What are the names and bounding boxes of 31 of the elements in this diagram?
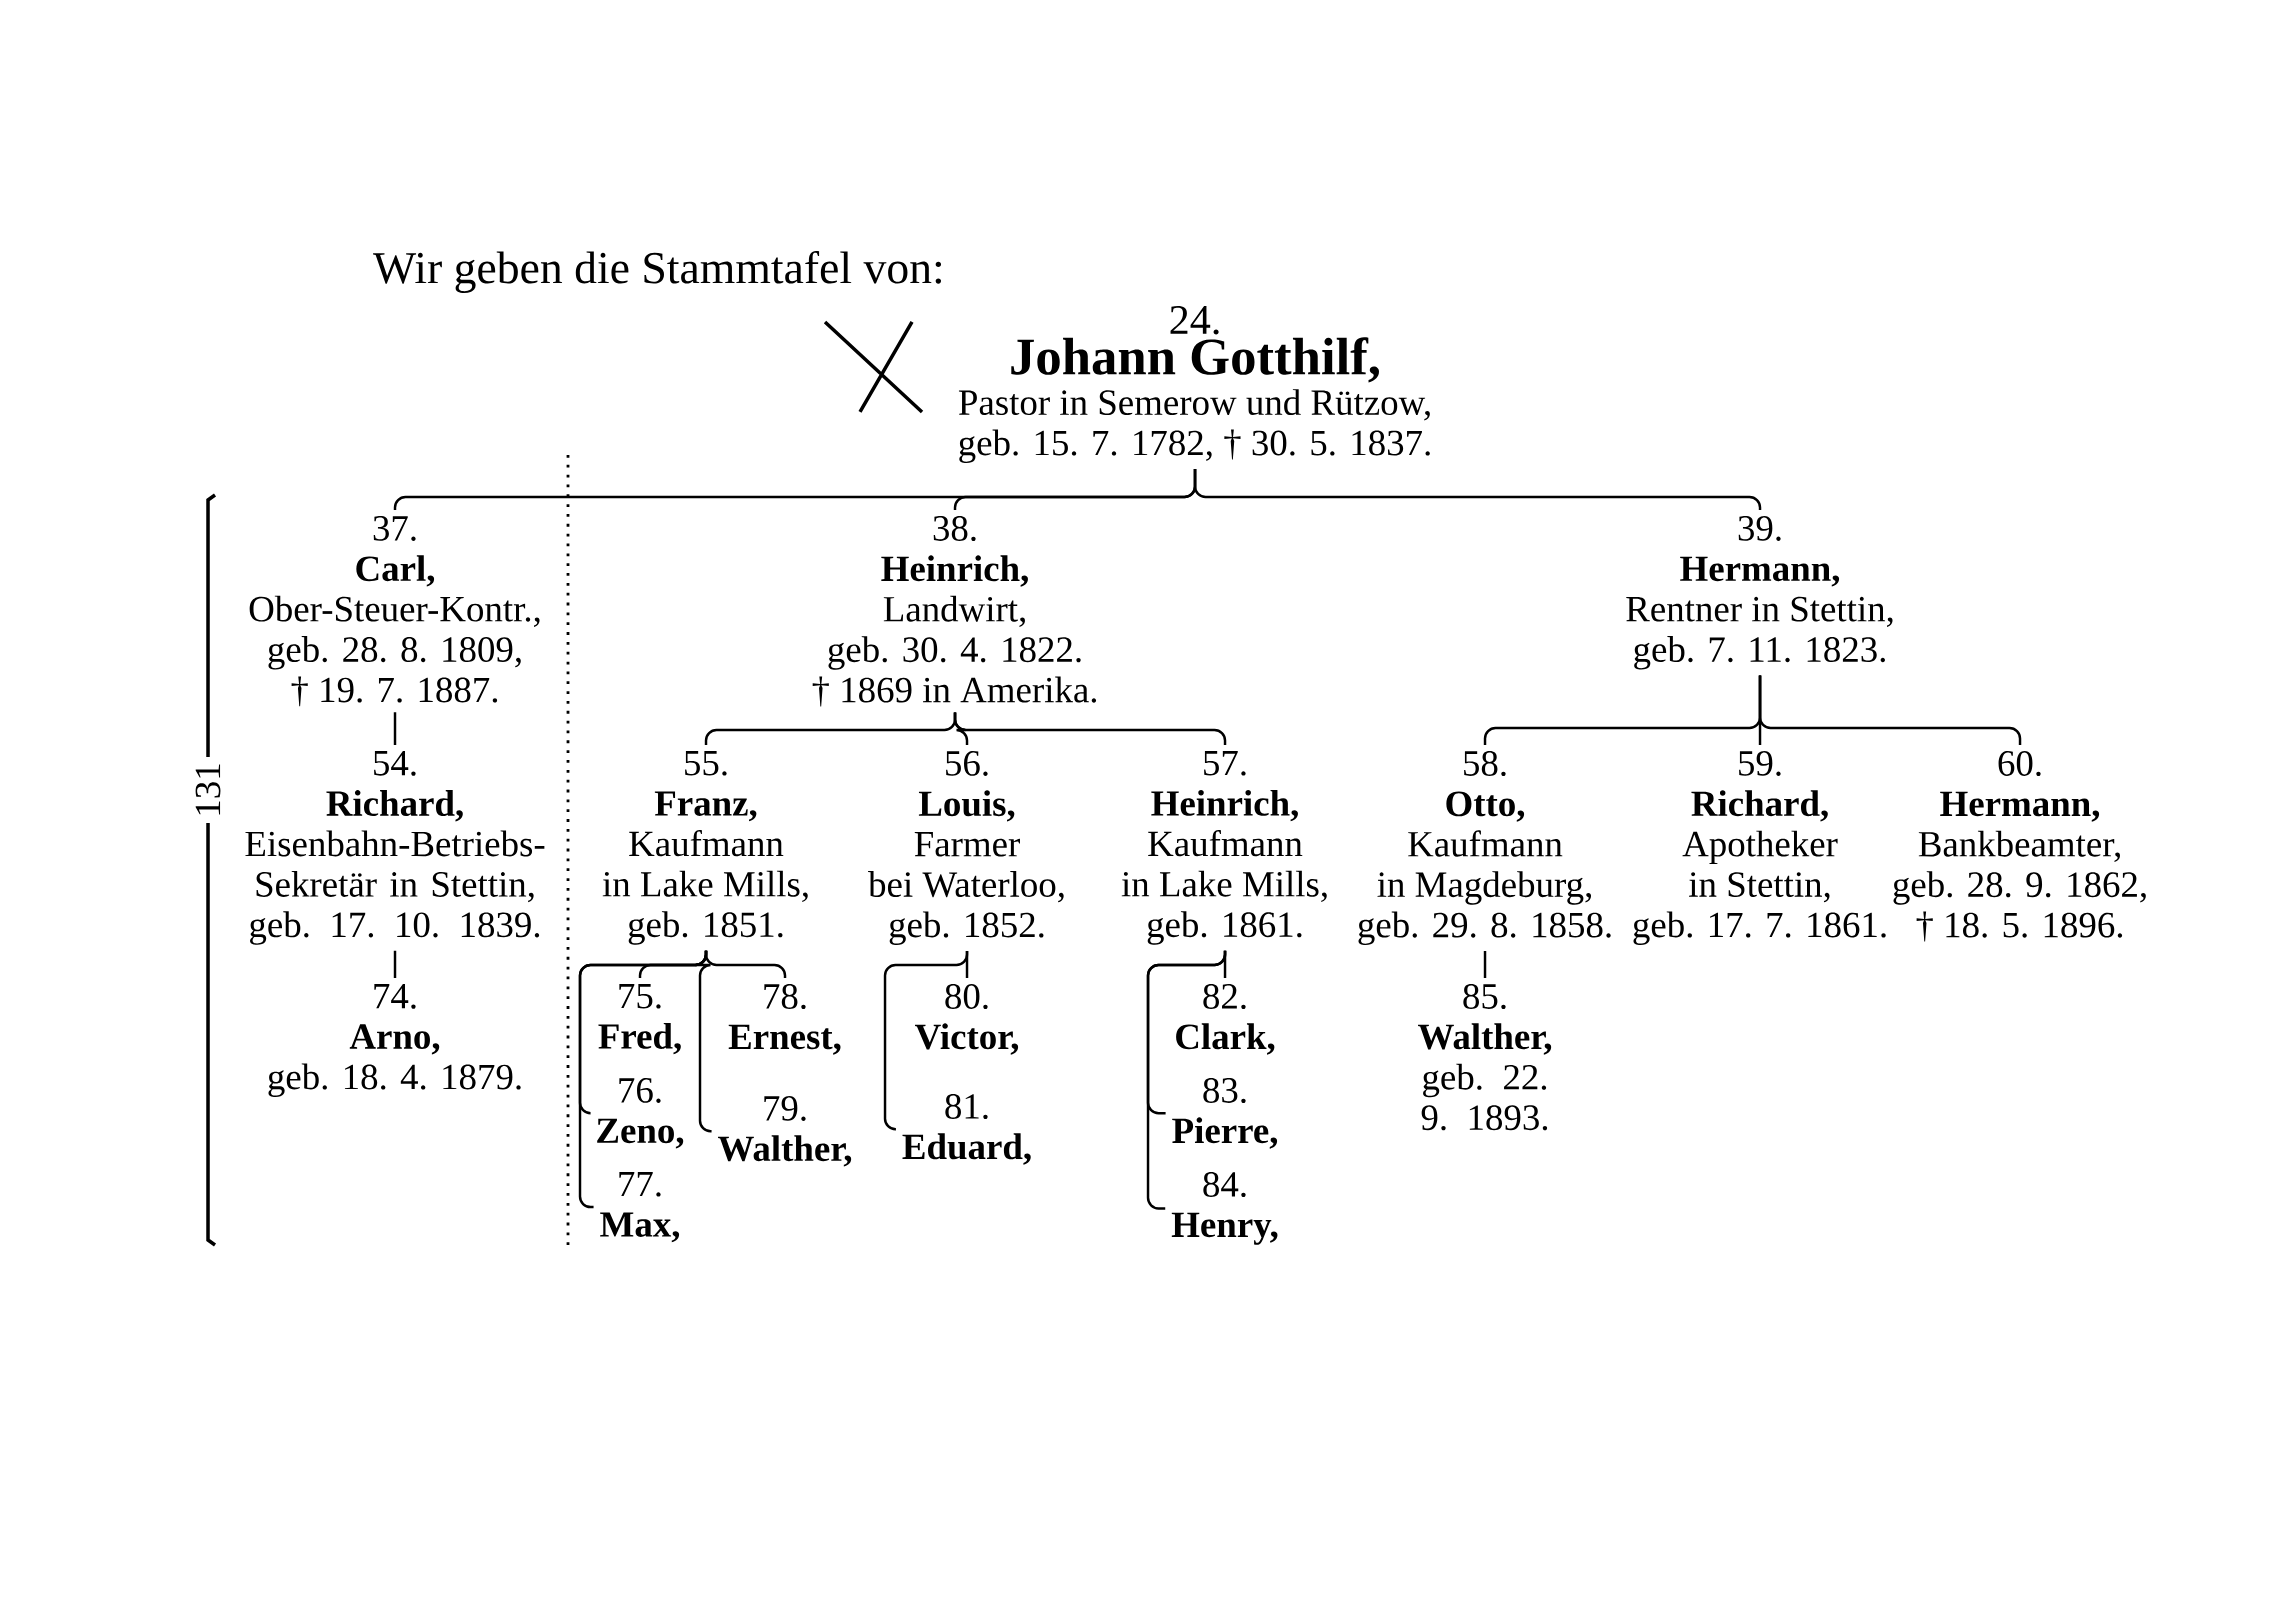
person-entry: 75. Fred,	[598, 983, 681, 1055]
person-entry: 85. Walther, geb. 22. 9. 1893.	[1418, 983, 1552, 1131]
brace-line	[883, 951, 969, 1131]
person-entry: 39. Hermann, Rentner in Stettin, geb. 7. 11. 1823.	[1626, 515, 1893, 670]
person-entry: 79. Walther,	[718, 1095, 852, 1167]
brace-line	[1483, 951, 1487, 978]
person-entry: 59. Richard, Apotheker in Stettin, geb. 17. 7. 1861.	[1633, 750, 1886, 945]
person-entry: 38. Heinrich, Landwirt, geb. 30. 4. 1822. † 1869 in Amerika.	[812, 515, 1097, 707]
brace-line	[393, 950, 397, 978]
person-entry: 82. Clark,	[1176, 983, 1275, 1055]
person-entry: 24. Johann Gotthilf, Pastor in Semerow und Rützow, geb. 15. 7. 1782, † 30. 5. 1837.	[958, 305, 1430, 464]
person-entry: 74. Arno, geb. 18. 4. 1879.	[268, 984, 521, 1097]
person-entry: 83. Pierre,	[1172, 1077, 1278, 1149]
person-entry: 58. Otto, Kaufmann in Magdeburg, geb. 29. 8. 1858.	[1358, 750, 1611, 946]
person-entry: 77. Max,	[600, 1172, 680, 1243]
margin-number: 131	[190, 757, 226, 823]
brace-line	[1193, 469, 1762, 511]
person-entry: 84. Henry,	[1171, 1171, 1278, 1245]
person-entry: 37. Carl, Ober-Steuer-Kontr., geb. 28. 8. 1809, † 19. 7. 1887.	[249, 515, 540, 707]
brace-line	[393, 712, 397, 745]
brace-line	[694, 950, 712, 1133]
person-entry: 78. Ernest,	[728, 983, 841, 1055]
person-entry: 81. Eduard,	[902, 1093, 1031, 1165]
person-entry: 54. Richard, Eisenbahn-Betriebs-Sekretär in Stettin, geb. 17. 10. 1839.	[245, 751, 545, 945]
person-entry: 76. Zeno,	[597, 1077, 684, 1149]
person-entry: 60. Hermann, Bankbeamter, geb. 28. 9. 1862, † 18. 5. 1896.	[1893, 750, 2146, 942]
person-entry: 56. Louis, Farmer bei Waterloo, geb. 1852.	[868, 750, 1064, 945]
heading: Wir geben die Stammtafel von:	[373, 250, 941, 293]
person-entry: 57. Heinrich, Kaufmann in Lake Mills, geb. 1861.	[1121, 750, 1327, 945]
person-entry: 80. Victor,	[915, 983, 1019, 1055]
person-entry: 55. Franz, Kaufmann in Lake Mills, geb. 1851.	[602, 750, 808, 945]
